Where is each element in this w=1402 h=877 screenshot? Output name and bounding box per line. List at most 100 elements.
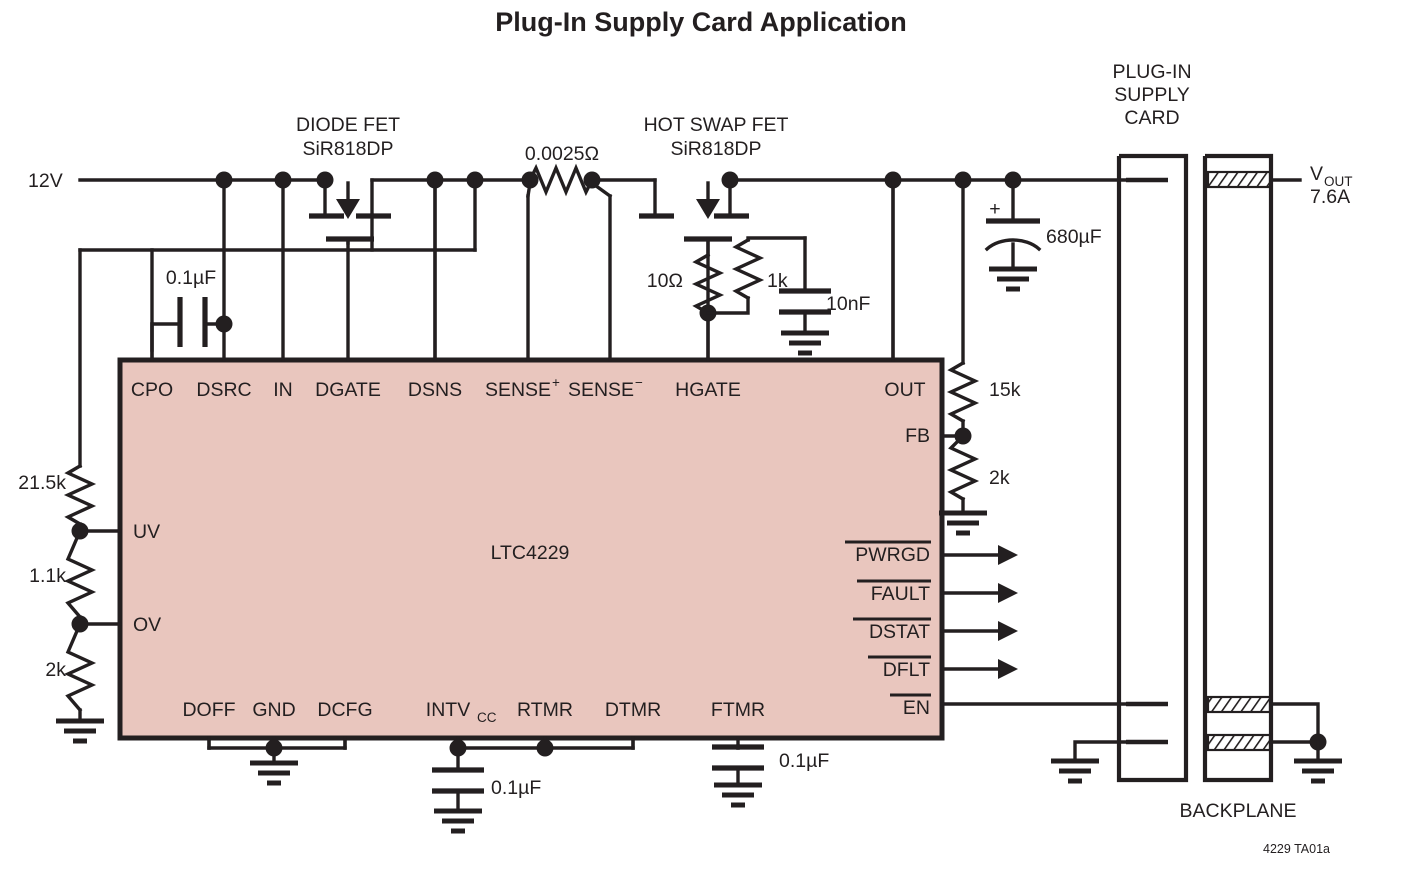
fb-upper-label: 15k xyxy=(989,379,1021,401)
pin-label-dcfg: DCFG xyxy=(317,699,372,721)
diagram-title: Plug-In Supply Card Application xyxy=(495,7,907,37)
pin-label-intvcc: INTV CC xyxy=(426,699,497,725)
uv-lower-label: 2k xyxy=(45,659,66,681)
backplane-outline xyxy=(1202,153,1274,783)
svg-text:V: V xyxy=(1310,163,1323,185)
pin-label-sense-plus: SENSE + xyxy=(485,375,560,401)
junction-dot xyxy=(71,615,89,633)
plugin-card-label-line3: CARD xyxy=(1124,107,1179,129)
junction-dot xyxy=(954,171,972,189)
pin-label-fault: FAULT xyxy=(857,579,931,605)
junction-dot xyxy=(954,427,972,445)
pin-label-dsns: DSNS xyxy=(408,379,462,401)
gate-cap-label: 10nF xyxy=(826,293,871,315)
gate-resistor-label: 10Ω xyxy=(647,270,683,292)
plugin-card-label-line2: SUPPLY xyxy=(1114,84,1190,106)
pin-label-gnd: GND xyxy=(252,699,295,721)
fault-arrow xyxy=(940,583,1018,603)
junction-dot xyxy=(71,522,89,540)
sense-resistor-label: 0.0025Ω xyxy=(525,143,599,165)
junction-dot xyxy=(215,171,233,189)
svg-text:FAULT: FAULT xyxy=(871,583,930,605)
sense-minus-tap xyxy=(589,180,613,199)
junction-dot xyxy=(536,739,554,757)
intvcc-subscript: CC xyxy=(477,710,497,725)
pin-label-dstat: DSTAT xyxy=(853,617,931,643)
feedback-divider xyxy=(939,181,987,536)
dsrc-cpo-network xyxy=(78,178,477,468)
junction-dot xyxy=(215,315,233,333)
pin-label-out: OUT xyxy=(884,379,925,401)
uv-upper-label: 21.5k xyxy=(18,472,66,494)
bulk-cap-polarity: + xyxy=(989,198,1000,220)
plugin-card-label-line1: PLUG-IN xyxy=(1112,61,1191,83)
gnd-symbol-bottom xyxy=(250,760,298,786)
sense-plus-superscript: + xyxy=(552,375,560,390)
pin-label-dflt: DFLT xyxy=(868,655,931,681)
uv-ov-divider xyxy=(56,463,122,744)
backplane-contact-en xyxy=(1206,695,1272,714)
diode-fet-label-line1: DIODE FET xyxy=(296,114,400,136)
backplane-label: BACKPLANE xyxy=(1179,800,1296,822)
bulk-cap-label: 680µF xyxy=(1046,226,1102,248)
pin-label-hgate: HGATE xyxy=(675,379,741,401)
svg-text:DFLT: DFLT xyxy=(883,659,930,681)
cpo-capacitor xyxy=(150,297,226,352)
gate-pulldown-resistor xyxy=(706,236,807,315)
sense-minus-superscript: − xyxy=(635,375,643,390)
junction-dot xyxy=(449,739,467,757)
pin-label-dsrc: DSRC xyxy=(196,379,251,401)
ltc4229-chip-body xyxy=(117,357,945,741)
intvcc-capacitor xyxy=(432,767,484,834)
hot-swap-fet-label-line1: HOT SWAP FET xyxy=(644,114,789,136)
backplane-contact-gnd xyxy=(1206,733,1272,752)
status-output-arrows xyxy=(940,545,1018,679)
pin-label-cpo: CPO xyxy=(131,379,173,401)
hot-swap-fet-label-line2: SiR818DP xyxy=(670,138,761,160)
cpo-cap-label: 0.1µF xyxy=(166,267,216,289)
pin-label-fb: FB xyxy=(905,425,930,447)
fb-lower-label: 2k xyxy=(989,467,1010,489)
ftmr-cap-label: 0.1µF xyxy=(779,750,829,772)
uv-middle-label: 1.1k xyxy=(29,565,66,587)
card-ground-symbol xyxy=(1051,758,1099,784)
junction-dot xyxy=(265,739,283,757)
junction-dot xyxy=(1004,171,1022,189)
chip-part-number: LTC4229 xyxy=(491,542,570,564)
junction-dot xyxy=(521,171,539,189)
pwrgd-arrow xyxy=(940,545,1018,565)
pin-label-ov: OV xyxy=(133,614,161,636)
pin-label-uv: UV xyxy=(133,521,160,543)
intvcc-cap-label: 0.1µF xyxy=(491,777,541,799)
svg-text:INTV: INTV xyxy=(426,699,470,721)
hot-swap-fet-symbol xyxy=(639,178,749,257)
pin-label-rtmr: RTMR xyxy=(517,699,573,721)
input-voltage-label: 12V xyxy=(28,170,63,192)
pin-label-sense-minus: SENSE − xyxy=(568,375,643,401)
sense-resistor-symbol xyxy=(527,163,595,197)
svg-text:EN: EN xyxy=(903,697,930,719)
vout-label: V OUT 7.6A xyxy=(1310,163,1353,208)
diode-fet-symbol xyxy=(309,178,391,245)
backplane-contacts xyxy=(1206,170,1272,752)
vout-subscript: OUT xyxy=(1324,174,1353,189)
ftmr-capacitor xyxy=(712,744,764,808)
diode-fet-label-line2: SiR818DP xyxy=(302,138,393,160)
pin-label-en: EN xyxy=(890,693,931,719)
junction-dot xyxy=(721,171,739,189)
backplane-ground-symbol xyxy=(1294,740,1342,784)
backplane-contact-vout xyxy=(1206,170,1272,189)
junction-dot xyxy=(274,171,292,189)
vout-current: 7.6A xyxy=(1310,186,1350,208)
fet-arrow xyxy=(336,199,360,219)
plugin-card-outline xyxy=(1116,153,1189,783)
pin-label-pwrgd: PWRGD xyxy=(845,540,931,566)
svg-text:PWRGD: PWRGD xyxy=(855,544,930,566)
svg-text:DSTAT: DSTAT xyxy=(869,621,930,643)
svg-text:SENSE: SENSE xyxy=(568,379,634,401)
figure-credit: 4229 TA01a xyxy=(1263,842,1330,856)
gate-capacitor xyxy=(779,236,831,356)
dstat-arrow xyxy=(940,621,1018,641)
fet-arrow xyxy=(696,199,720,219)
